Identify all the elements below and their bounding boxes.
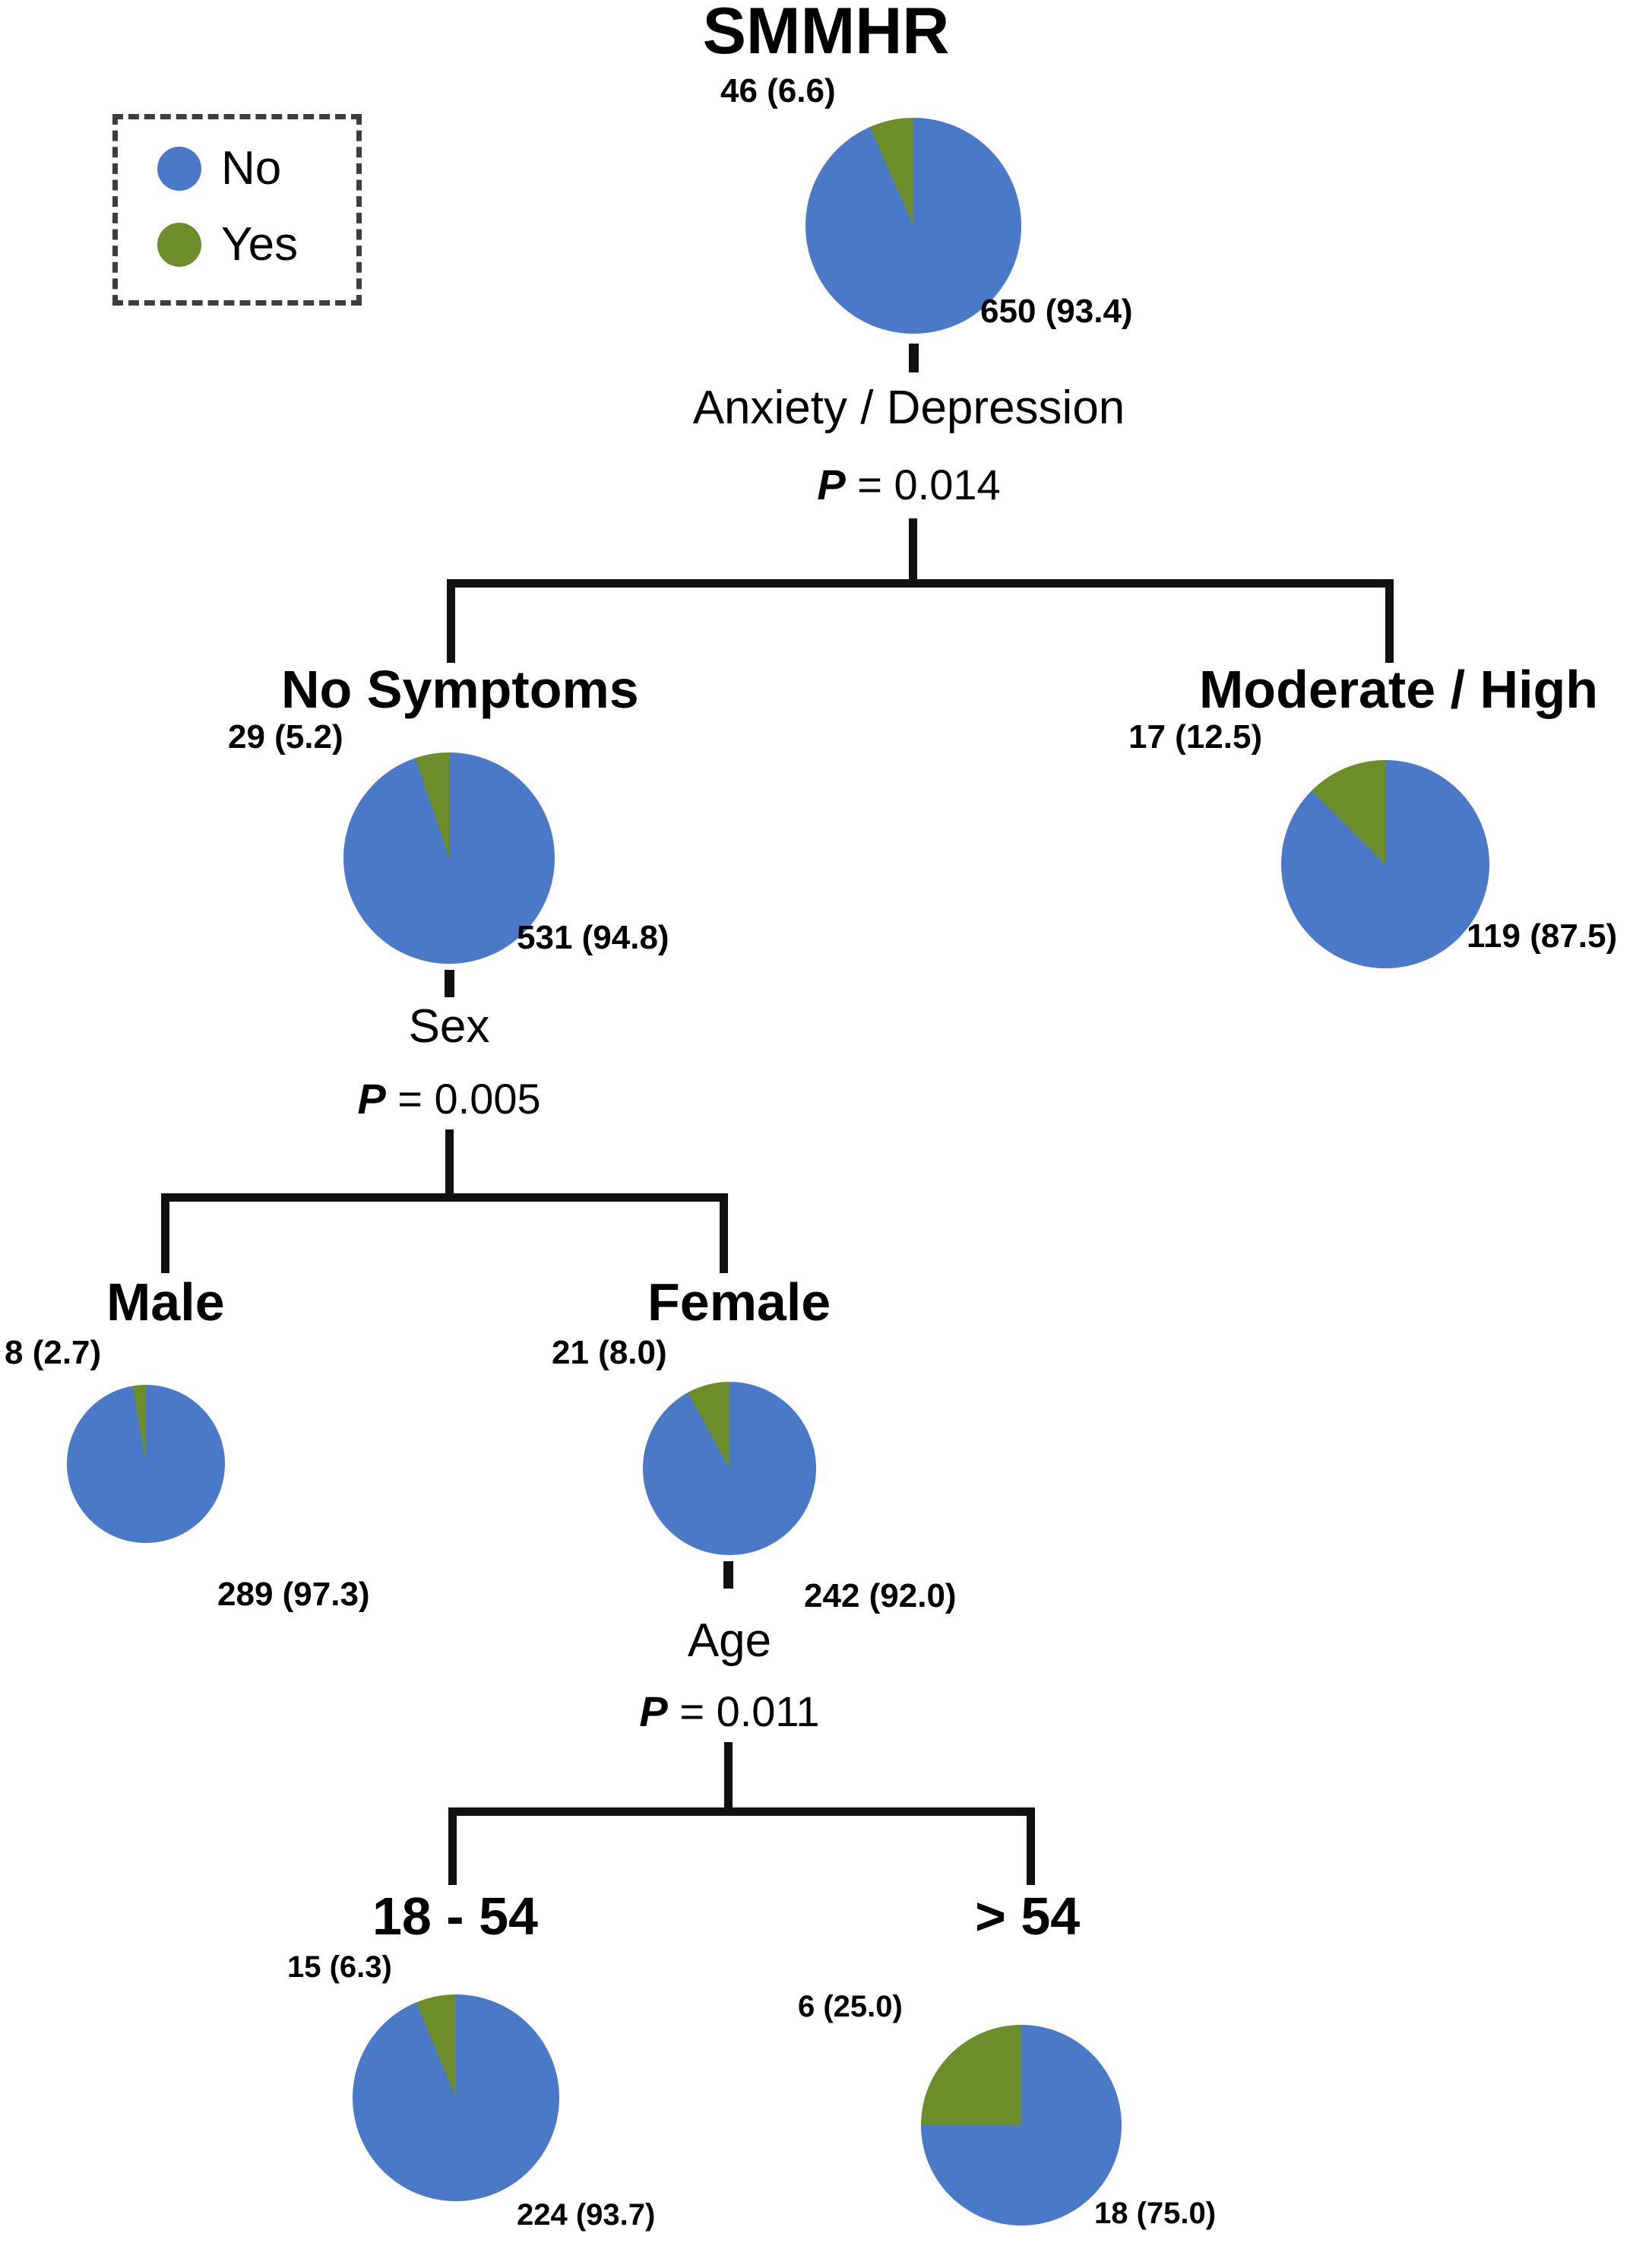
p-symbol: P <box>639 1687 668 1735</box>
connector-root-down <box>909 518 917 584</box>
male-yes-slice-label: 8 (2.7) <box>5 1334 102 1371</box>
connector-female-down <box>724 1742 733 1811</box>
connector-no-symptoms-down <box>445 1129 454 1198</box>
node-title-no-symptoms: No Symptoms <box>281 660 639 719</box>
outcome-legend: No Yes <box>112 114 362 306</box>
pie-chart-male <box>67 1385 225 1543</box>
no-symptoms-no-slice-label: 531 (94.8) <box>517 919 669 956</box>
node-title-age-over-54: > 54 <box>975 1887 1081 1946</box>
age-18-54-yes-slice-label: 15 (6.3) <box>287 1950 392 1984</box>
moderate-high-yes-slice-label: 17 (12.5) <box>1128 718 1263 756</box>
legend-swatch-no-icon <box>157 147 201 191</box>
connector-to-age-18-54 <box>448 1807 457 1885</box>
p-value-text: = 0.005 <box>385 1075 541 1123</box>
split-variable-sex: Sex <box>408 1000 490 1053</box>
connector-to-age-over-54 <box>1027 1807 1035 1885</box>
p-value-text: = 0.014 <box>845 461 1001 508</box>
moderate-high-no-slice-label: 119 (87.5) <box>1467 917 1618 955</box>
legend-label-yes: Yes <box>221 218 299 271</box>
node-title-male: Male <box>106 1272 225 1332</box>
pie-chart-female <box>643 1382 816 1555</box>
age-over-54-yes-slice-label: 6 (25.0) <box>798 1990 903 2023</box>
pie-chart-age-18-54 <box>353 1994 559 2201</box>
legend-item-no: No <box>157 142 282 195</box>
p-symbol: P <box>817 461 846 508</box>
no-symptoms-yes-slice-label: 29 (5.2) <box>228 718 343 756</box>
edge-stub-no-symptoms <box>445 970 454 997</box>
split-pvalue-anxiety-depression: P = 0.014 <box>529 464 1289 506</box>
age-18-54-no-slice-label: 224 (93.7) <box>517 2198 656 2232</box>
p-value-text: = 0.011 <box>667 1687 820 1735</box>
male-no-slice-label: 289 (97.3) <box>217 1576 370 1613</box>
split-variable-anxiety-depression: Anxiety / Depression <box>692 382 1125 434</box>
legend-item-yes: Yes <box>157 218 299 271</box>
female-no-slice-label: 242 (92.0) <box>804 1577 957 1614</box>
split-pvalue-age: P = 0.011 <box>350 1690 1109 1733</box>
split-variable-age: Age <box>687 1614 772 1667</box>
split-pvalue-sex: P = 0.005 <box>69 1078 829 1120</box>
edge-stub-female <box>723 1561 733 1589</box>
connector-to-moderate-high <box>1385 579 1394 663</box>
connector-age-span <box>448 1807 1035 1816</box>
pie-chart-moderate-high <box>1281 760 1489 968</box>
legend-label-no: No <box>221 142 282 195</box>
female-yes-slice-label: 21 (8.0) <box>552 1334 667 1371</box>
root-no-slice-label: 650 (93.4) <box>980 293 1133 330</box>
root-yes-slice-label: 46 (6.6) <box>720 72 836 109</box>
pie-chart-age-over-54 <box>921 2025 1122 2226</box>
node-title-age-18-54: 18 - 54 <box>372 1887 538 1946</box>
node-title-moderate-high: Moderate / High <box>1199 660 1599 719</box>
legend-swatch-yes-icon <box>157 223 201 267</box>
page-title: SMMHR <box>702 0 950 68</box>
pie-chart-root <box>805 118 1021 334</box>
node-title-female: Female <box>647 1272 831 1332</box>
p-symbol: P <box>357 1075 386 1123</box>
connector-root-span <box>447 579 1394 588</box>
connector-to-male <box>161 1193 169 1273</box>
connector-sex-span <box>161 1193 728 1202</box>
edge-stub-root <box>909 344 919 372</box>
connector-to-female <box>720 1193 728 1273</box>
pie-chart-no-symptoms <box>343 752 555 964</box>
connector-to-no-symptoms <box>447 579 455 663</box>
age-over-54-no-slice-label: 18 (75.0) <box>1094 2197 1217 2230</box>
